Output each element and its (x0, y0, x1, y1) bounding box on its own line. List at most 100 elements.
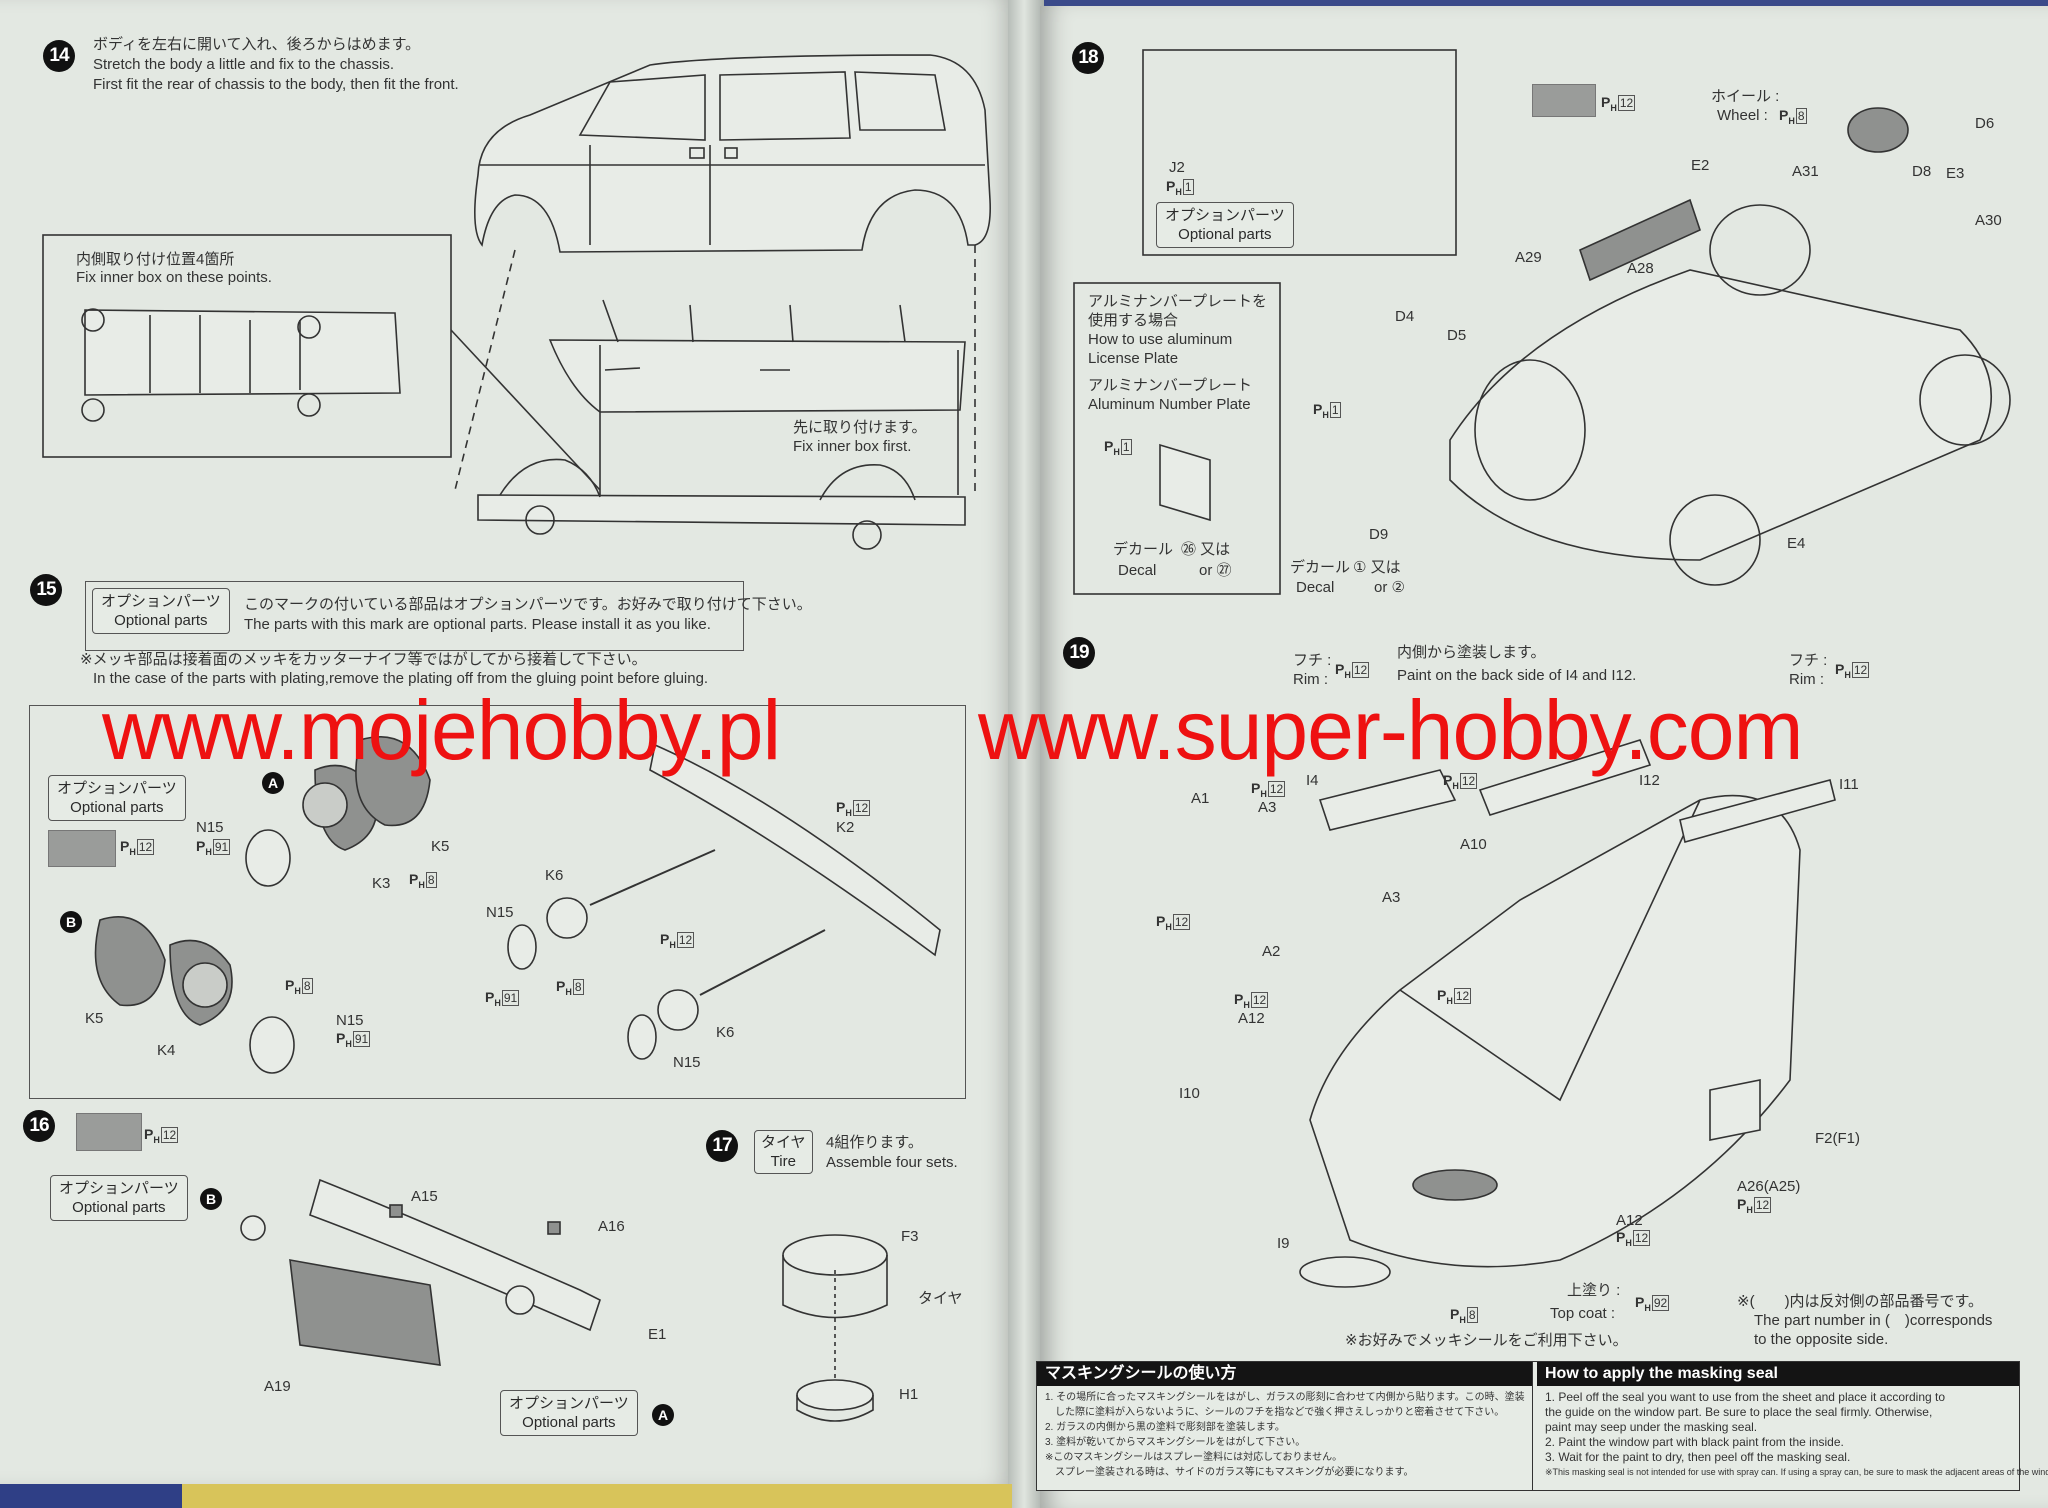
variant-a-marker: A (262, 772, 284, 794)
part-label: A3 (1382, 889, 1401, 906)
masking-jp-line: ※このマスキングシールはスプレー塗料には対応しておりません。 (1045, 1452, 1343, 1463)
chrome-seal-note: ※お好みでメッキシールをご利用下さい。 (1345, 1332, 1628, 1349)
part-label: K5 (85, 1010, 104, 1027)
masking-steps-jp: 1. その場所に合ったマスキングシールをはがし、ガラスの彫刻に合わせて内側から貼… (1045, 1390, 1525, 1480)
license-en-2: License Plate (1088, 350, 1179, 367)
part-label: Wheel : (1717, 107, 1768, 124)
part-label: H1 (899, 1386, 919, 1403)
part-label: A26(A25) (1737, 1178, 1801, 1195)
part-label: F2(F1) (1815, 1130, 1860, 1147)
optional-parts-badge: オプションパーツ Optional parts (50, 1175, 188, 1221)
tire-wheel-drawing (782, 1234, 888, 1422)
step-19-jp: 内側から塗装します。 (1397, 644, 1546, 661)
part-label: I10 (1179, 1085, 1200, 1102)
page-spine (1008, 0, 1044, 1508)
masking-seal-instructions: マスキングシールの使い方 How to apply the masking se… (1036, 1361, 2048, 1491)
step-14-en-text-2: First fit the rear of chassis to the bod… (93, 76, 459, 93)
part-label: or ② (1374, 579, 1405, 596)
plate-jp: アルミナンバープレート (1088, 377, 1252, 394)
part-label: A30 (1975, 212, 2002, 229)
part-label: E1 (648, 1326, 667, 1343)
part-label: A29 (1515, 249, 1542, 266)
part-label: Decal (1296, 579, 1335, 596)
part-label: Decal (1118, 562, 1157, 579)
optional-jp: オプションパーツ (509, 1395, 629, 1412)
background-fabric (0, 1484, 1012, 1508)
license-en-1: How to use aluminum (1088, 331, 1233, 348)
paint-swatch (1532, 84, 1596, 117)
masking-steps-en: 1. Peel off the seal you want to use fro… (1545, 1390, 2048, 1480)
part-label: N15 (196, 819, 224, 836)
step-16-number: 16 (23, 1110, 55, 1142)
part-label: N15 (336, 1012, 364, 1029)
license-plate-instructions: アルミナンバープレートを 使用する場合 How to use aluminum … (1088, 292, 1267, 414)
part-label: K4 (157, 1042, 176, 1059)
optional-jp: オプションパーツ (59, 1180, 179, 1197)
optional-jp: オプションパーツ (57, 780, 177, 797)
optional-en: Optional parts (1178, 226, 1272, 243)
masking-en-line: 1. Peel off the seal you want to use fro… (1545, 1390, 1946, 1404)
part-label: I11 (1839, 776, 1859, 793)
part-label: A12 (1616, 1212, 1643, 1229)
fix-first-en-text: Fix inner box first. (793, 438, 912, 455)
optional-parts-legend (85, 581, 744, 651)
van-front-drawing (1299, 739, 1836, 1288)
inset-jp-text: 内側取り付け位置4箇所 (76, 251, 235, 268)
part-label: A2 (1262, 943, 1281, 960)
masking-title-en: How to apply the masking seal (1537, 1362, 2019, 1386)
variant-a-marker: A (652, 1404, 674, 1426)
part-label: I4 (1306, 772, 1319, 789)
step-19-en: Paint on the back side of I4 and I12. (1397, 667, 1637, 684)
optional-en: Optional parts (522, 1414, 616, 1431)
step-17-jp: 4組作ります。 (826, 1134, 923, 1151)
headlight-parts-drawing (94, 736, 941, 1074)
part-label: I9 (1277, 1235, 1290, 1252)
license-jp-1: アルミナンバープレートを (1088, 293, 1267, 310)
part-label: フチ : (1789, 652, 1828, 669)
masking-jp-line: 1. その場所に合ったマスキングシールをはがし、ガラスの彫刻に合わせて内側から貼… (1045, 1392, 1525, 1403)
step-19-number: 19 (1063, 637, 1095, 669)
masking-en-line: paint may seep under the masking seal. (1545, 1420, 1758, 1434)
masking-en-line: 2. Paint the window part with black pain… (1545, 1435, 1844, 1449)
paren-note-en-2: to the opposite side. (1754, 1331, 1889, 1348)
masking-jp-line: スプレー塗装される時は、サイドのガラス等にもマスキングが必要になります。 (1045, 1467, 1414, 1478)
step-15-panel (29, 705, 966, 1099)
part-label: A12 (1238, 1010, 1265, 1027)
optional-en: Optional parts (72, 1199, 166, 1216)
step-15-note-en: In the case of the parts with plating,re… (93, 670, 709, 687)
part-label: Top coat : (1550, 1305, 1616, 1322)
paint-swatch (48, 830, 116, 867)
part-label: A19 (264, 1378, 291, 1395)
plate-en: Aluminum Number Plate (1088, 396, 1251, 413)
part-label: D8 (1912, 163, 1932, 180)
part-label: E2 (1691, 157, 1710, 174)
part-label: フチ : (1293, 652, 1332, 669)
part-label: ① 又は (1353, 559, 1401, 576)
variant-b-marker: B (200, 1188, 222, 1210)
optional-en: Optional parts (114, 612, 208, 629)
part-label: I12 (1639, 772, 1660, 789)
step-14-en-text-1: Stretch the body a little and fix to the… (93, 56, 394, 73)
watermark-mojehobby: www.mojehobby.pl (102, 683, 781, 777)
paren-note-en-1: The part number in ( )corresponds (1754, 1312, 1993, 1329)
chassis-drawing (477, 345, 966, 550)
